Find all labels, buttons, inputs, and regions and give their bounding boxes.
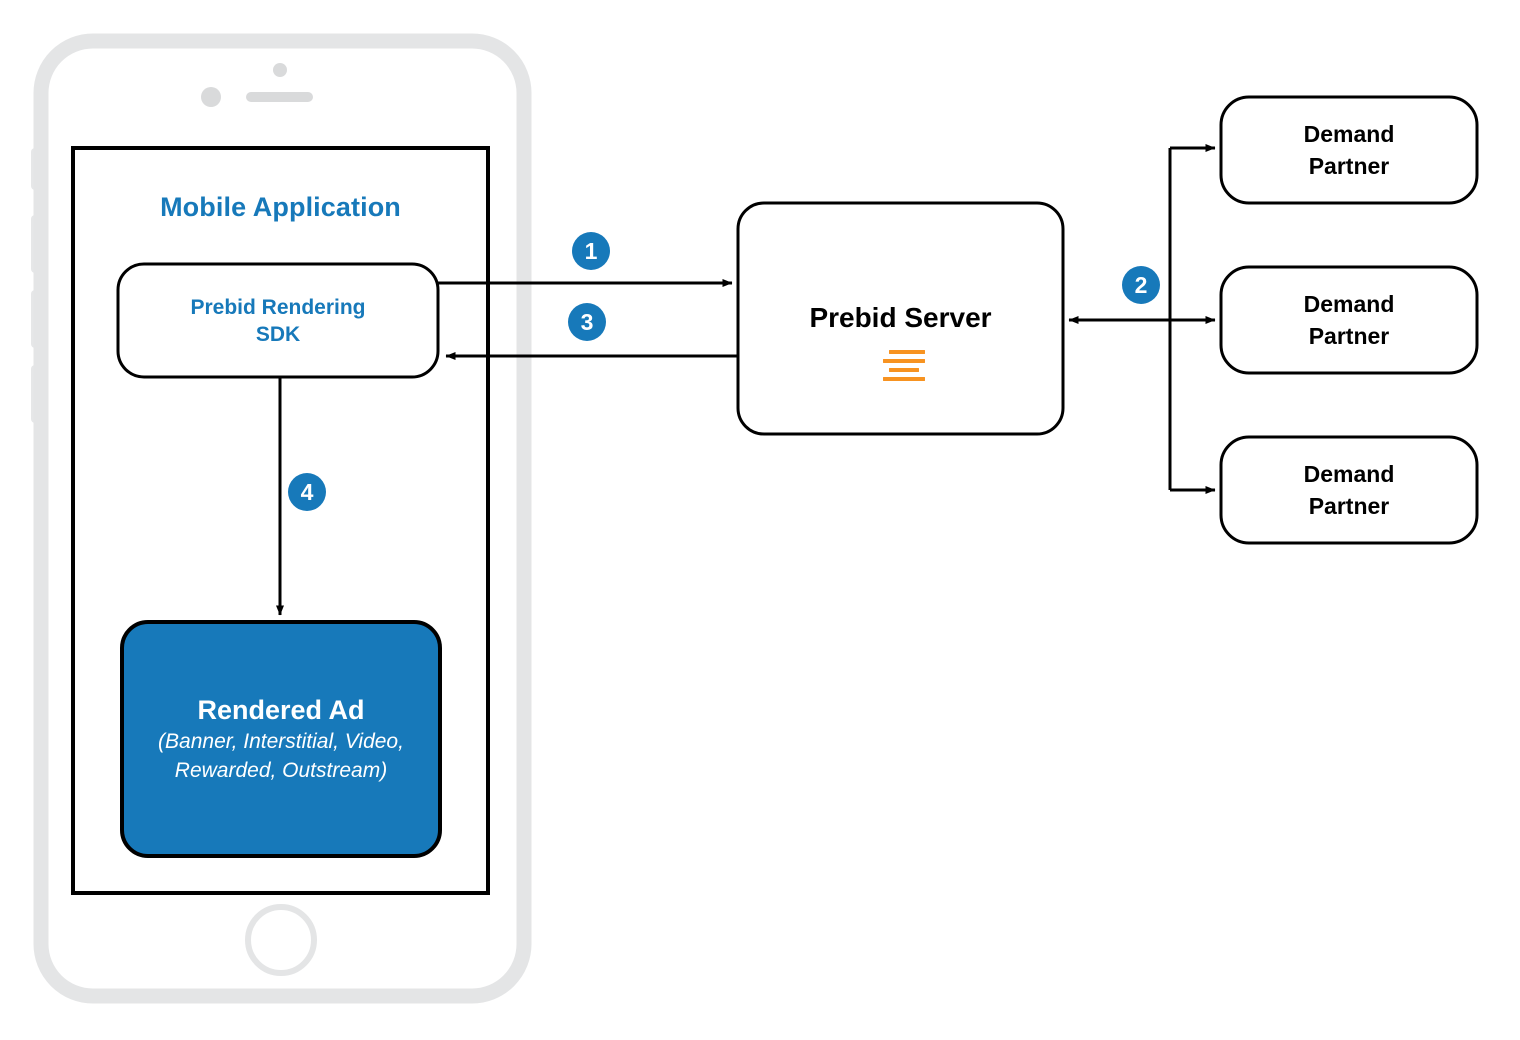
step-badge-3: 3 xyxy=(568,303,606,341)
connector-step-2 xyxy=(1068,144,1216,494)
proximity-sensor-icon xyxy=(273,63,287,77)
camera-dot-icon xyxy=(201,87,221,107)
speaker-grille-icon xyxy=(246,92,313,102)
step-badge-1: 1 xyxy=(572,232,610,270)
prebid-server-box[interactable] xyxy=(736,201,1065,436)
step-badge-4: 4 xyxy=(288,473,326,511)
demand-partner-box-1[interactable] xyxy=(1219,95,1479,205)
rendered-ad-box[interactable] xyxy=(120,620,442,858)
demand-partner-box-3[interactable] xyxy=(1219,435,1479,545)
step-badge-2: 2 xyxy=(1122,266,1160,304)
prebid-rendering-sdk-box[interactable] xyxy=(116,262,440,379)
demand-partner-box-2[interactable] xyxy=(1219,265,1479,375)
home-button-icon[interactable] xyxy=(245,904,317,976)
prebid-logo-icon xyxy=(871,350,931,386)
